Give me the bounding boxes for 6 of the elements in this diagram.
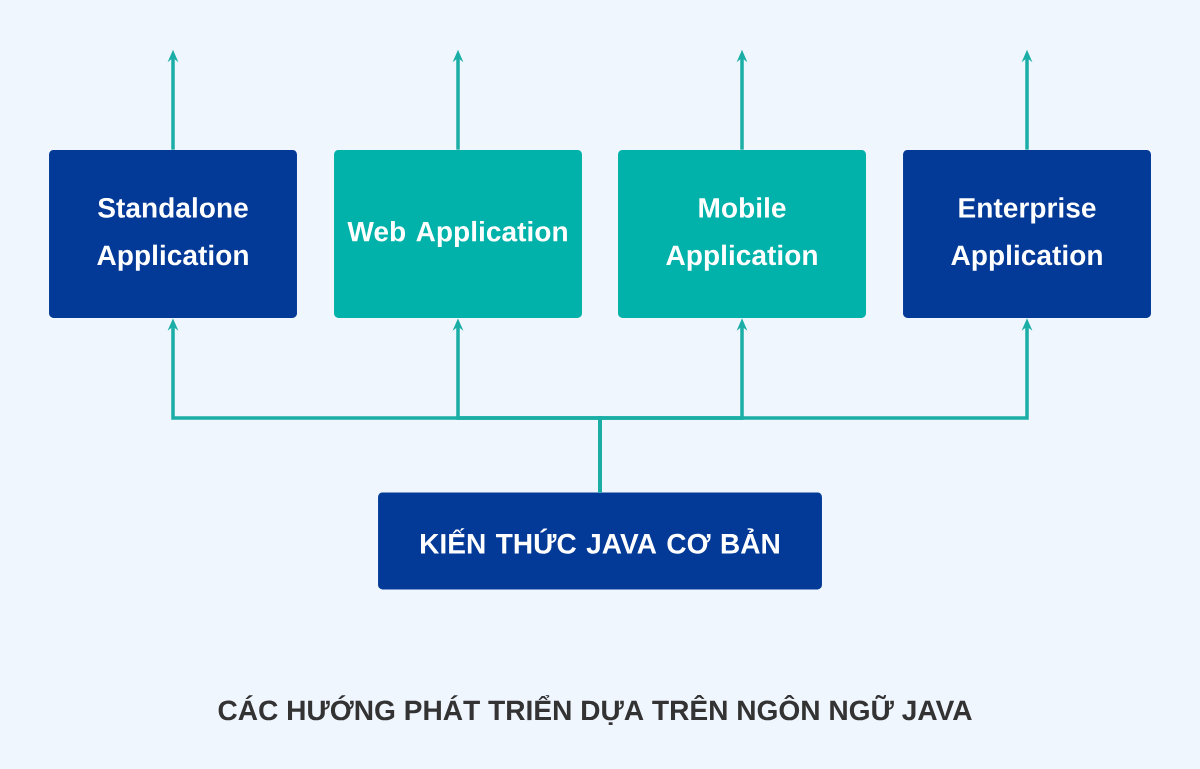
process-box: Enterprise Application	[903, 150, 1151, 318]
caption: CÁC HƯỚNG PHÁT TRIỂN DỰA TRÊN NGÔN NGỮ JAVA	[218, 694, 972, 726]
process-box: Mobile Application	[618, 150, 866, 318]
process-box: Standalone Application	[49, 150, 297, 318]
process-box: Web Application	[334, 150, 582, 318]
process-box: KIẾN THỨC JAVA CƠ BẢN	[378, 492, 822, 590]
